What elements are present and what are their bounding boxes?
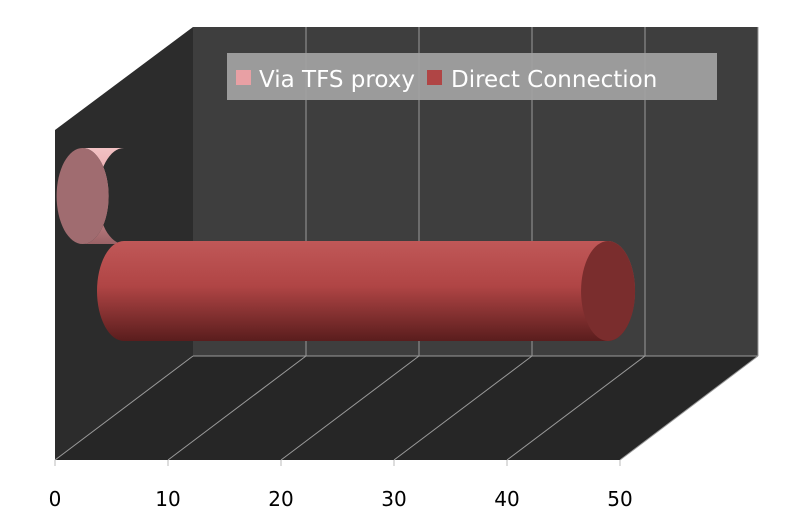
floor-gridline [280, 355, 420, 461]
x-tick-label: 30 [381, 487, 406, 511]
legend: Via TFS proxy Direct Connection [227, 53, 717, 100]
x-tick-label: 20 [268, 487, 293, 511]
legend-label: Via TFS proxy [259, 67, 415, 93]
bar-via-tfs-proxy [56, 148, 124, 244]
floor-gridline [54, 355, 194, 461]
x-tick-label: 0 [49, 487, 62, 511]
legend-box [227, 53, 717, 100]
legend-swatch [427, 70, 442, 85]
floor-gridline [619, 355, 759, 461]
bars [56, 148, 636, 341]
x-tick-label: 10 [155, 487, 180, 511]
x-tick-label: 50 [607, 487, 632, 511]
floor-gridline [393, 355, 533, 461]
floor-gridline [506, 355, 646, 461]
bar-cap [56, 148, 109, 244]
chart-floor [55, 356, 758, 460]
x-axis: 0 10 20 30 40 50 [49, 460, 633, 511]
bar-direct-connection [97, 241, 636, 341]
bar-cap [581, 241, 636, 341]
bar-body [97, 241, 636, 341]
legend-label: Direct Connection [451, 67, 657, 93]
x-tick-label: 40 [494, 487, 519, 511]
legend-swatch [236, 70, 251, 85]
floor-gridline [167, 355, 307, 461]
